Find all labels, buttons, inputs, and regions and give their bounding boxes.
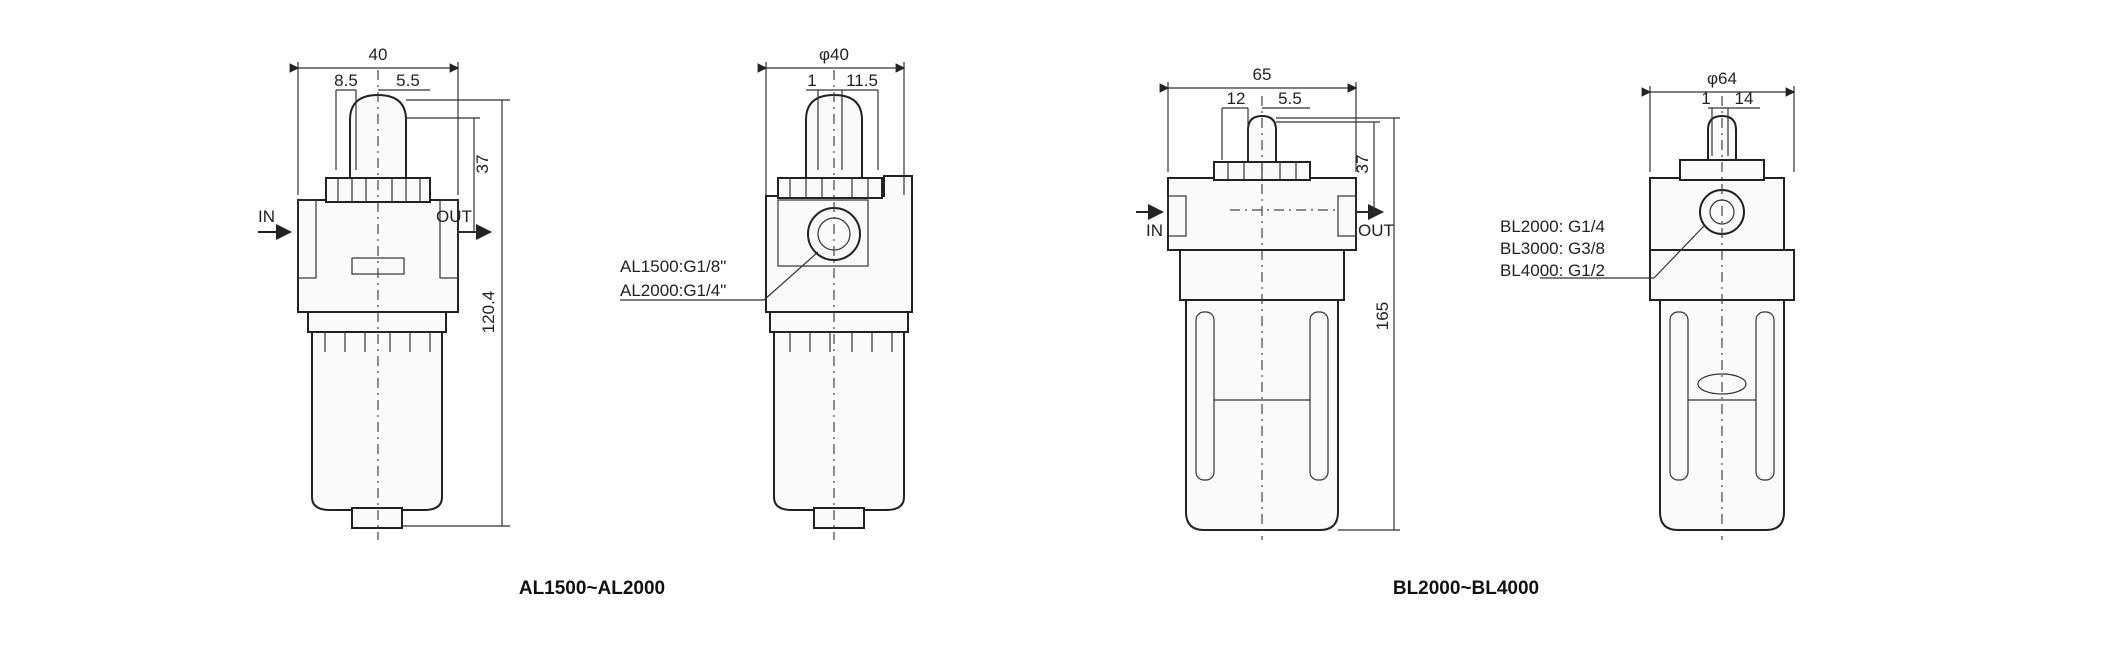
bl-side-offset-a-label: 1 (1701, 89, 1710, 108)
bl-front-offset-a-label: 12 (1227, 89, 1246, 108)
al-side-view (620, 62, 913, 540)
bl-front-outlet-label: OUT (1358, 221, 1394, 240)
al-front-offset-b-label: 5.5 (396, 71, 420, 90)
al-front-drain (351, 507, 403, 529)
al-front-outlet-label: OUT (436, 207, 472, 226)
al-front-view (258, 62, 510, 540)
al-side-diameter-label: φ40 (819, 45, 849, 64)
bl-side-body (1649, 177, 1785, 251)
bl-side-bowl (1659, 299, 1785, 531)
bl-side-offset-b-label: 14 (1735, 89, 1754, 108)
al-front-bowl-ring (307, 311, 447, 333)
bl-front-sight-dome (1247, 114, 1277, 163)
al-front-width-label: 40 (369, 45, 388, 64)
al-side-offset-b-label: 11.5 (846, 71, 878, 90)
bl-side-port-note-2: BL3000: G3/8 (1500, 239, 1605, 258)
bl-front-inlet-label: IN (1146, 221, 1163, 240)
bl-front-width-label: 65 (1253, 65, 1272, 84)
bl-front-offset-b-label: 5.5 (1278, 89, 1302, 108)
al-front-offset-a-label: 8.5 (334, 71, 358, 90)
al-front-inlet-label: IN (258, 207, 275, 226)
al-side-port-note-2: AL2000:G1/4" (620, 281, 726, 300)
left-group-caption: AL1500~AL2000 (519, 578, 665, 599)
right-group-caption: BL2000~BL4000 (1393, 578, 1539, 599)
bl-side-diameter-label: φ64 (1707, 69, 1737, 88)
bl-side-view (1540, 86, 1796, 540)
al-front-bowl (311, 329, 443, 511)
al-side-bowl (773, 329, 905, 511)
al-side-port-note-1: AL1500:G1/8" (620, 257, 726, 276)
al-side-offset-a-label: 1 (807, 71, 816, 90)
al-side-body (765, 175, 913, 313)
al-front-top-height-label: 37 (473, 155, 492, 174)
bl-side-sight-dome (1707, 114, 1737, 161)
bl-front-top-height-label: 37 (1353, 155, 1372, 174)
al-front-total-height-label: 120.4 (479, 291, 498, 334)
bl-side-port-note-3: BL4000: G1/2 (1500, 261, 1605, 280)
bl-side-port-note-1: BL2000: G1/4 (1500, 217, 1605, 236)
bl-front-view (1136, 82, 1400, 540)
bl-front-bowl (1185, 299, 1339, 531)
bl-front-total-height-label: 165 (1373, 302, 1392, 330)
